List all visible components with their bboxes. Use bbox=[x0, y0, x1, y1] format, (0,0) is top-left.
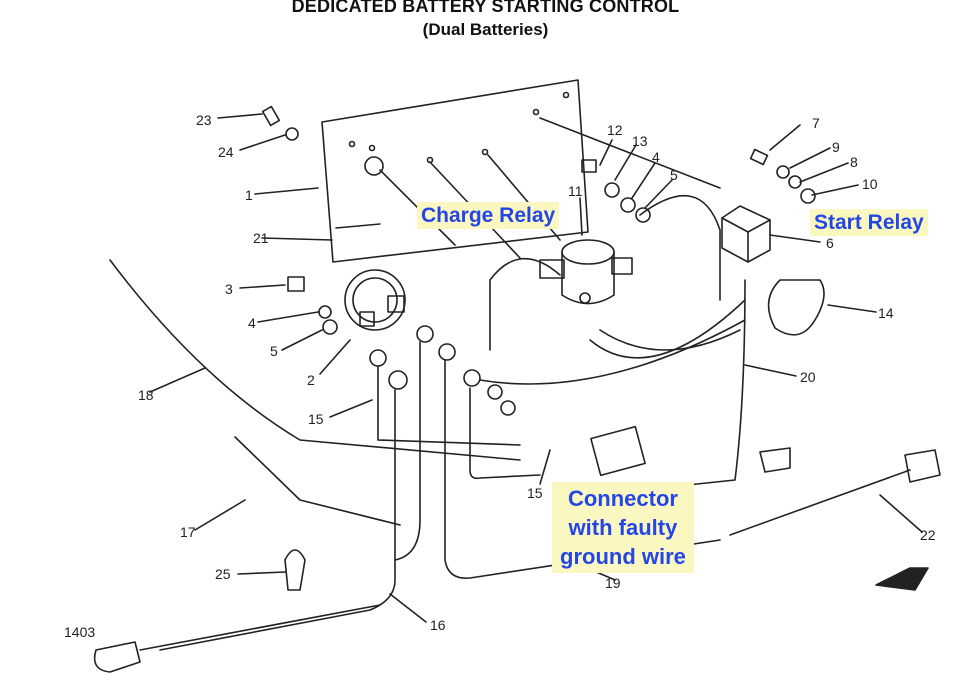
part-number-5: 5 bbox=[270, 343, 278, 359]
diagram-subtitle: (Dual Batteries) bbox=[422, 20, 549, 39]
part-number-4: 4 bbox=[248, 315, 256, 331]
figure-code: 1403 bbox=[64, 624, 96, 640]
part-number-3: 3 bbox=[225, 281, 233, 297]
part-number-11: 11 bbox=[568, 183, 583, 199]
cable-18 bbox=[109, 259, 521, 461]
battery-terminal-right bbox=[904, 449, 941, 483]
part-number-2: 2 bbox=[307, 372, 315, 388]
charge-relay-callout: Charge Relay bbox=[417, 202, 560, 229]
mounting-plate bbox=[321, 79, 589, 263]
plate-hole bbox=[364, 156, 384, 176]
strap-14 bbox=[767, 279, 825, 336]
part-number-4b: 4 bbox=[652, 149, 660, 165]
connector-callout: Connector with faulty ground wire bbox=[552, 482, 694, 573]
part-number-7: 7 bbox=[812, 115, 820, 131]
part-number-8: 8 bbox=[850, 154, 858, 170]
wiring-harness-20 bbox=[639, 279, 746, 491]
battery-switch bbox=[344, 269, 406, 331]
part-number-5b: 5 bbox=[670, 167, 678, 183]
hardware-left bbox=[287, 276, 338, 335]
part-number-22: 22 bbox=[920, 527, 936, 543]
hardware-top-right bbox=[749, 148, 816, 204]
part-number-24: 24 bbox=[218, 144, 234, 160]
connector-callout-line2: with faulty bbox=[568, 515, 678, 540]
cable-22 bbox=[729, 469, 911, 536]
part-number-16: 16 bbox=[430, 617, 446, 633]
part-number-labels: 23 24 1 21 3 4 5 2 15 18 17 25 16 15 19 … bbox=[138, 112, 936, 633]
hardware-top-left bbox=[261, 105, 299, 141]
diagram-title: DEDICATED BATTERY STARTING CONTROL bbox=[291, 0, 680, 16]
part-number-14: 14 bbox=[878, 305, 894, 321]
part-number-17: 17 bbox=[180, 524, 196, 540]
connector-block bbox=[590, 425, 646, 477]
part-number-20: 20 bbox=[800, 369, 816, 385]
direction-arrow bbox=[875, 567, 929, 591]
connector-callout-line3: ground wire bbox=[560, 544, 686, 569]
cable-16 bbox=[159, 389, 396, 651]
part-number-12: 12 bbox=[607, 122, 623, 138]
hardware-center bbox=[581, 159, 651, 223]
part-number-23: 23 bbox=[196, 112, 212, 128]
connector-callout-line1: Connector bbox=[567, 486, 678, 511]
part-number-13: 13 bbox=[632, 133, 648, 149]
part-number-19: 19 bbox=[605, 575, 621, 591]
part-number-1: 1 bbox=[245, 187, 253, 203]
start-relay-callout: Start Relay bbox=[810, 209, 928, 236]
clip-25 bbox=[284, 549, 306, 591]
part-number-18: 18 bbox=[138, 387, 154, 403]
part-number-15: 15 bbox=[308, 411, 324, 427]
cable-17 bbox=[234, 436, 401, 526]
part-number-25: 25 bbox=[215, 566, 231, 582]
part-number-10: 10 bbox=[862, 176, 878, 192]
start-relay bbox=[721, 205, 771, 263]
part-number-15b: 15 bbox=[527, 485, 543, 501]
part-number-6: 6 bbox=[826, 235, 834, 251]
part-number-21: 21 bbox=[253, 230, 269, 246]
charge-relay-solenoid bbox=[539, 239, 633, 305]
part-number-9: 9 bbox=[832, 139, 840, 155]
battery-terminal-left bbox=[93, 641, 141, 673]
